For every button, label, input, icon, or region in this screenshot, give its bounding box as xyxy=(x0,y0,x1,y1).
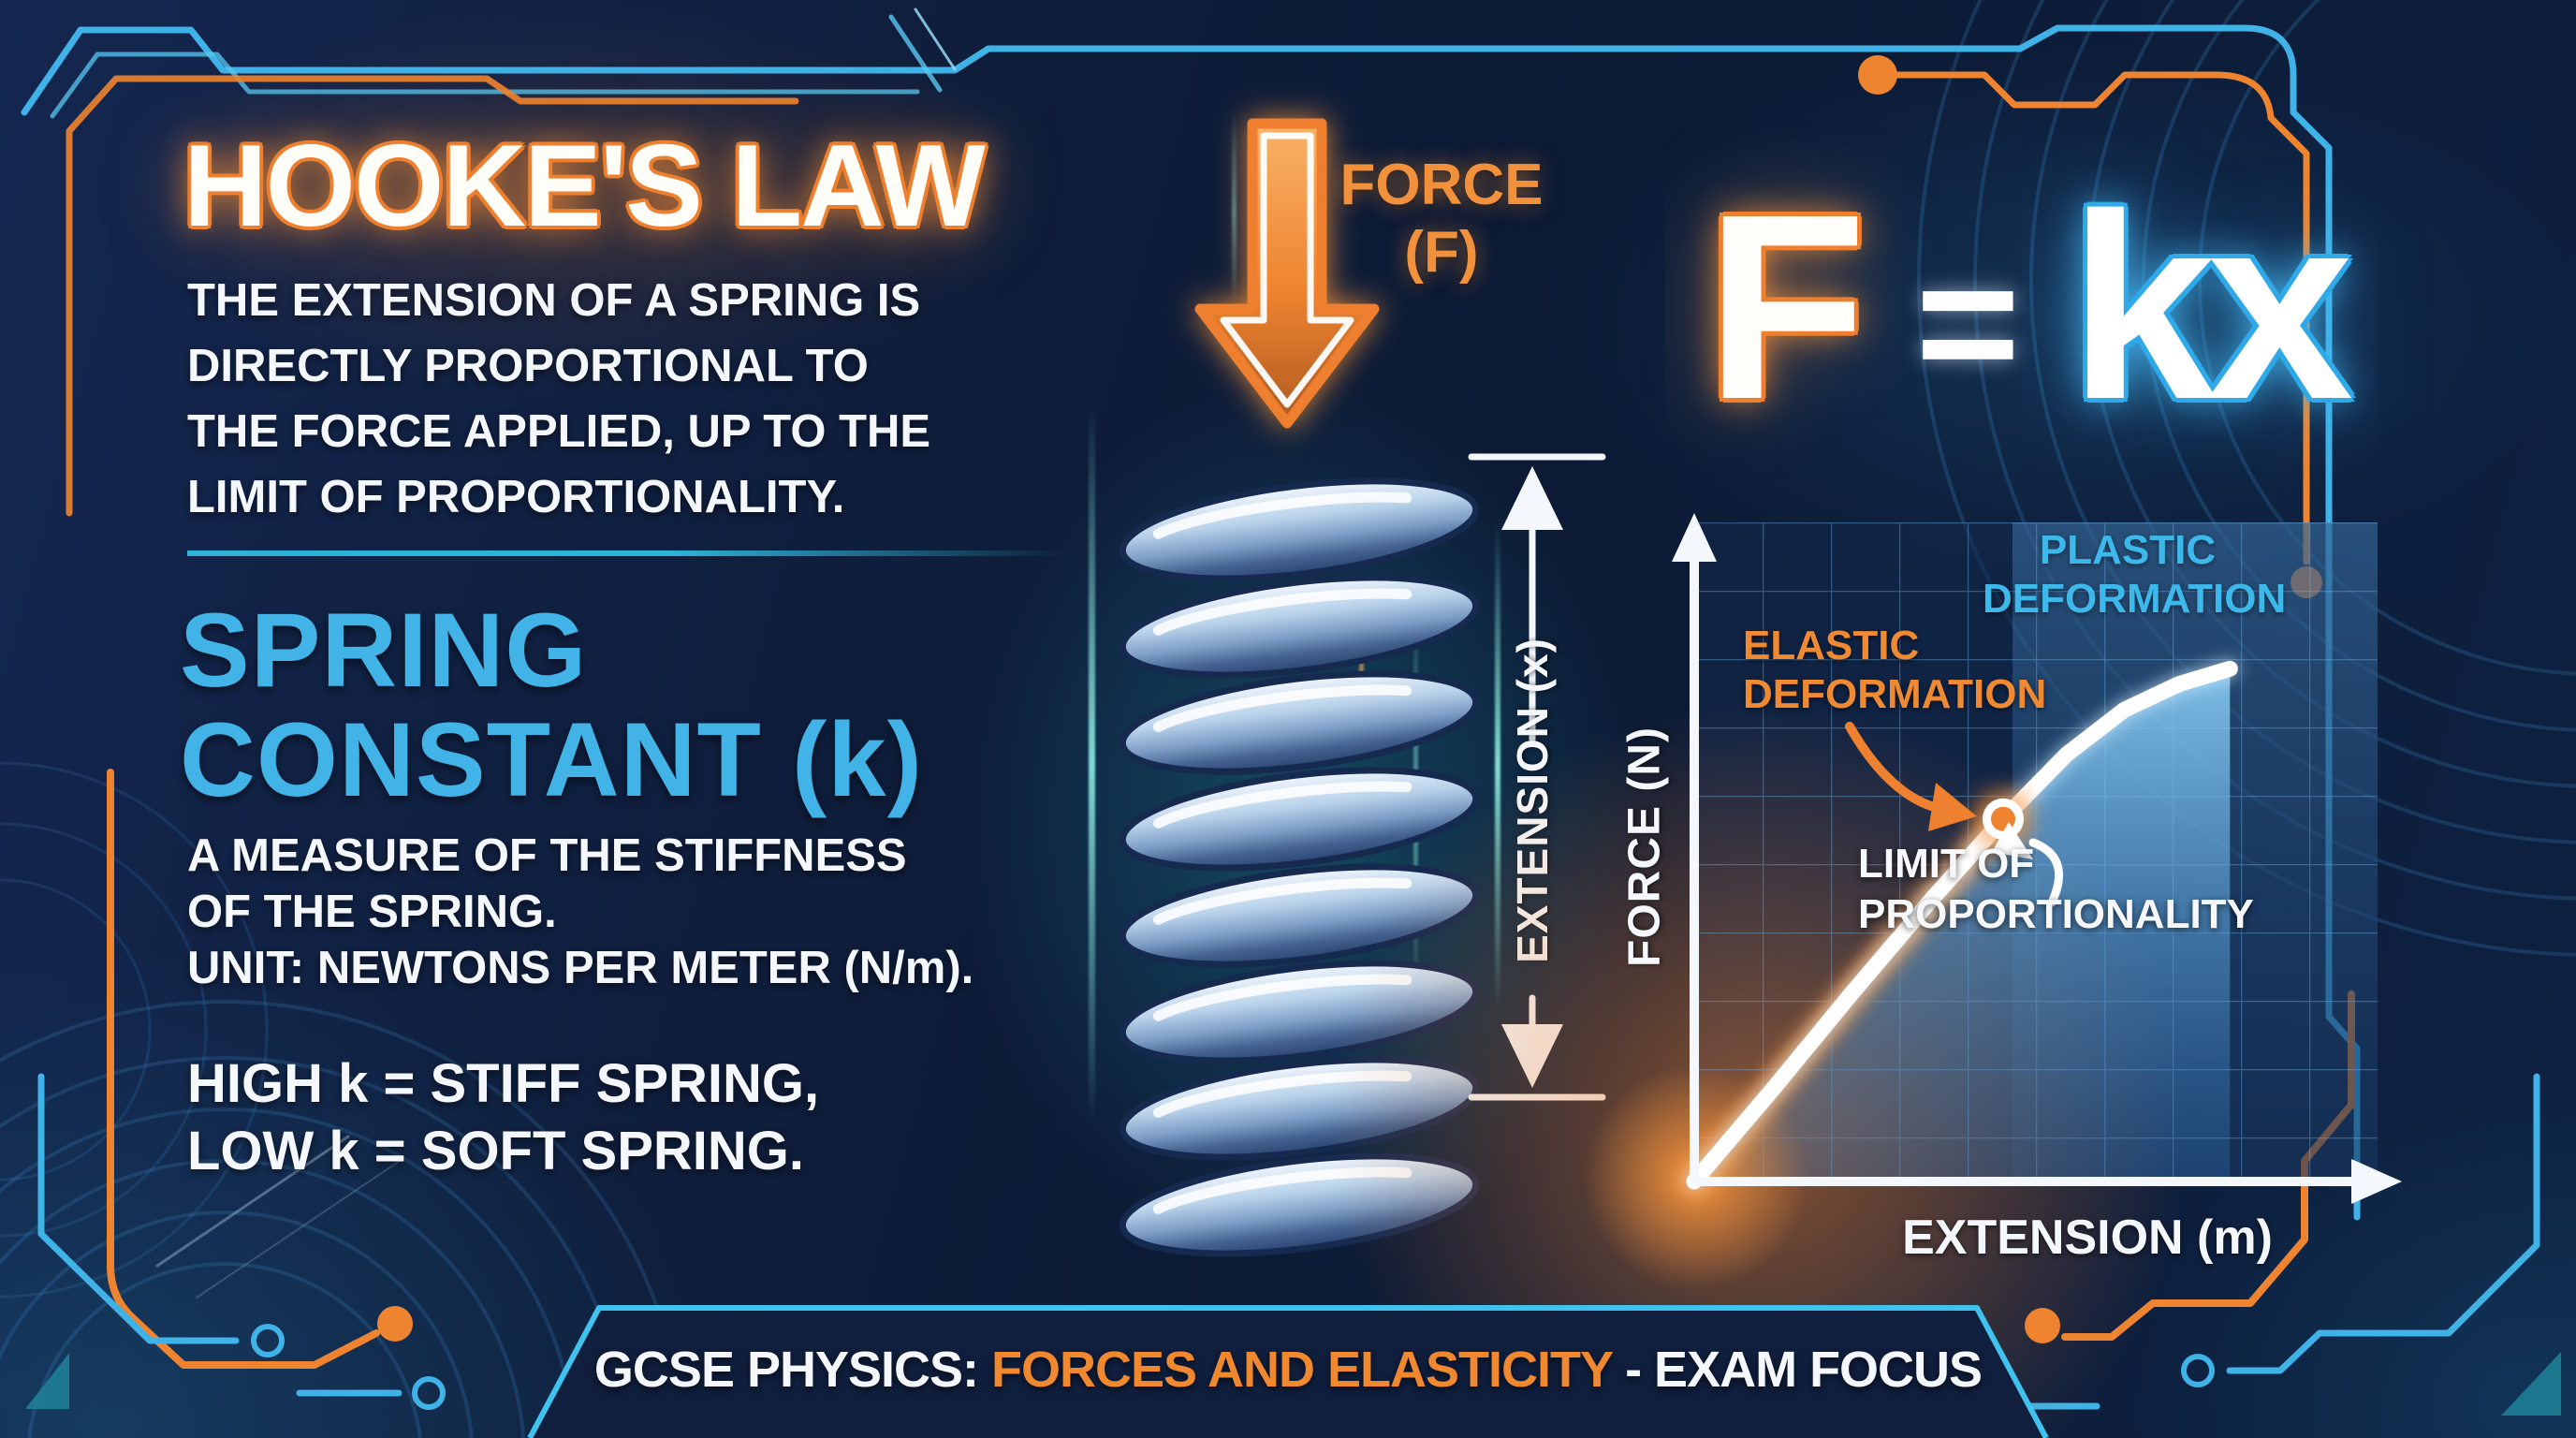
arc-cluster-bottom-left xyxy=(0,1000,685,1438)
circuit-node-ring xyxy=(251,1324,285,1357)
footer-bar-background xyxy=(530,1307,2046,1438)
spring-constant-definition: A MEASURE OF THE STIFFNESS OF THE SPRING… xyxy=(187,830,974,993)
footer-topic: FORCES AND ELASTICITY xyxy=(991,1342,1613,1398)
spring-coil xyxy=(1119,574,1480,679)
circuit-trace-blue-bottom-left xyxy=(37,1073,240,1344)
footer-prefix: GCSE PHYSICS: xyxy=(593,1342,992,1398)
hookes-law-formula: F = kx xyxy=(1705,159,2353,454)
corner-triangle xyxy=(2501,1352,2561,1416)
stiffness-comparison-text: HIGH k = STIFF SPRING, LOW k = SOFT SPRI… xyxy=(187,1053,820,1181)
footer-bar-border xyxy=(527,1305,2049,1438)
spring-coil-highlight xyxy=(1152,588,1412,636)
circuit-trace-orange-top-left xyxy=(66,75,799,517)
scratch-line xyxy=(155,1135,350,1268)
spring-coil-highlight xyxy=(1152,684,1412,732)
elastic-pointer-arrow-icon xyxy=(1845,722,1939,812)
circuit-trace-orange-top-right xyxy=(1874,71,2310,565)
elastic-deformation-label: ELASTIC DEFORMATION xyxy=(1743,623,2047,717)
spring-coil-highlight xyxy=(1152,781,1412,829)
circuit-node-ring xyxy=(2181,1354,2215,1387)
formula-equals-symbol: = xyxy=(1915,222,2021,423)
light-streak xyxy=(1232,112,1237,309)
corner-triangle xyxy=(25,1353,69,1409)
spring-coil-highlight xyxy=(1152,877,1412,925)
formula-kx-symbol: kx xyxy=(2069,159,2353,454)
spring-coil-highlight xyxy=(1152,492,1412,539)
footer-suffix: - EXAM FOCUS xyxy=(1612,1342,1983,1398)
x-axis-arrow-icon xyxy=(2351,1159,2402,1204)
arc-cluster-left xyxy=(0,761,269,1299)
scratch-line xyxy=(196,1158,403,1299)
y-axis-arrow-icon xyxy=(1672,513,1717,562)
spring-constant-heading: SPRING CONSTANT (k) xyxy=(180,592,923,818)
circuit-node-dot xyxy=(1858,55,1897,95)
limit-pointer-arrowhead xyxy=(1992,822,2033,859)
light-streak xyxy=(1089,403,1095,1123)
extension-up-arrow-icon xyxy=(1501,466,1563,530)
page-title: HOOKE'S LAW xyxy=(183,122,986,251)
circuit-trace-blue-bottom-right xyxy=(2226,1073,2540,1374)
glitch-line xyxy=(914,7,957,71)
limit-of-proportionality-label: LIMIT OF PROPORTIONALITY xyxy=(1858,841,2254,937)
force-down-arrow-inner-outline xyxy=(1220,132,1354,408)
spring-coil xyxy=(1119,670,1480,775)
plastic-deformation-label: PLASTIC DEFORMATION xyxy=(1983,527,2287,622)
law-definition-text: THE EXTENSION OF A SPRING IS DIRECTLY PR… xyxy=(187,275,931,522)
x-axis-label: EXTENSION (m) xyxy=(1902,1211,2273,1265)
under-curve-shading xyxy=(1694,668,2231,1181)
spring-coil xyxy=(1119,767,1480,872)
elastic-pointer-arrowhead xyxy=(1928,783,1977,831)
glitch-line xyxy=(888,14,943,93)
spring-coil xyxy=(1119,477,1480,582)
circuit-trace-blue-top-inner xyxy=(50,51,920,119)
footer-caption: GCSE PHYSICS: FORCES AND ELASTICITY - EX… xyxy=(352,1341,2224,1399)
circuit-node-ring xyxy=(412,1376,446,1410)
force-arrow-label: FORCE (F) xyxy=(1339,153,1544,285)
circuit-node-dot xyxy=(377,1306,413,1342)
light-streak-orange xyxy=(1359,599,1364,740)
section-divider xyxy=(187,550,1067,556)
arc-cluster-top-right xyxy=(1917,0,2576,957)
circuit-trace-blue-top xyxy=(21,24,2361,1221)
formula-force-symbol: F xyxy=(1705,159,1867,454)
limit-pointer-arrow-icon xyxy=(2028,838,2063,907)
light-streak xyxy=(1495,524,1500,1011)
